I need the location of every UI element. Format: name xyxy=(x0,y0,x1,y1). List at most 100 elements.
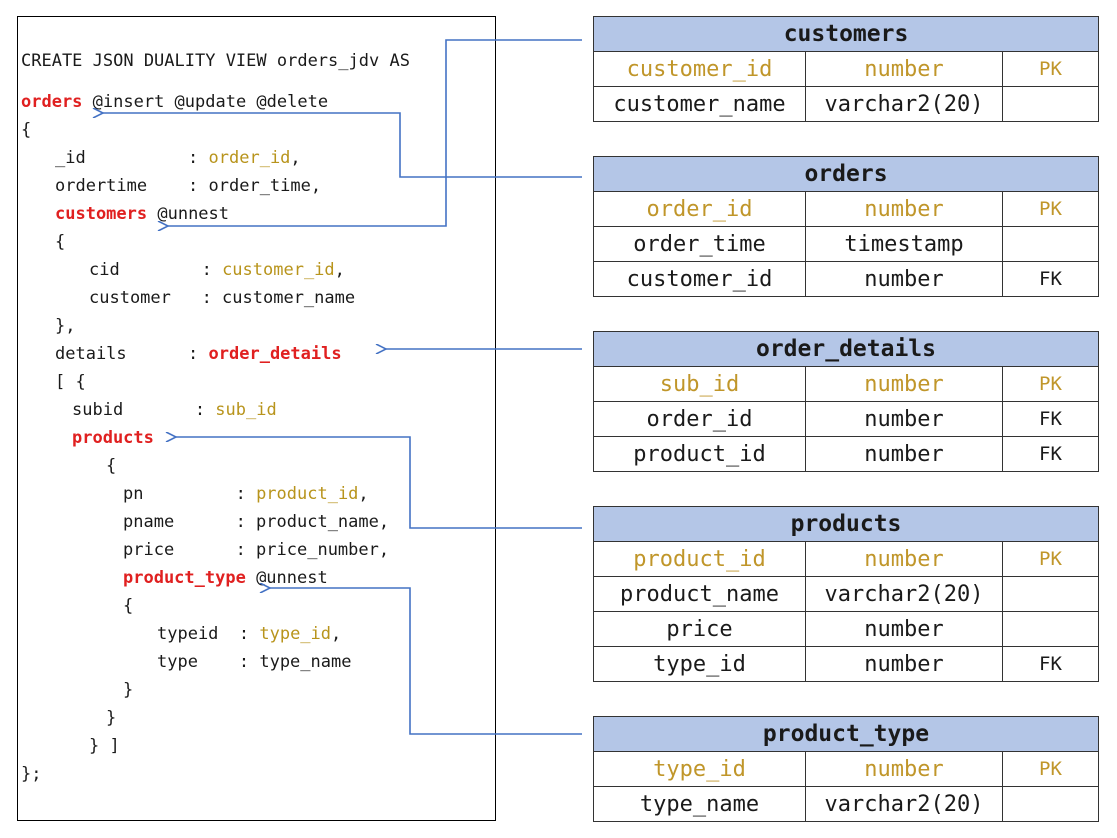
column-type-cell: varchar2(20) xyxy=(805,86,1003,122)
code-line: [ { xyxy=(55,372,86,392)
code-line: _id : order_id, xyxy=(55,148,301,168)
code-text: price : price_number, xyxy=(123,540,390,560)
code-keyword: customers xyxy=(55,204,148,224)
code-line: price : price_number, xyxy=(123,540,389,560)
column-type-cell: number xyxy=(805,646,1003,682)
code-text: , xyxy=(334,260,345,280)
code-line: orders @insert @update @delete xyxy=(21,92,328,112)
code-text: , xyxy=(358,484,369,504)
code-line: { xyxy=(55,232,65,252)
code-line: }; xyxy=(21,764,41,784)
key-cell: PK xyxy=(1002,366,1099,402)
code-line: } xyxy=(123,680,133,700)
key-cell: PK xyxy=(1002,751,1099,787)
column-type-cell: number xyxy=(805,541,1003,577)
code-line: { xyxy=(106,456,116,476)
code-line: CREATE JSON DUALITY VIEW orders_jdv AS xyxy=(21,51,410,71)
key-cell xyxy=(1002,226,1099,262)
arrow-product-type xyxy=(270,588,582,735)
key-cell: FK xyxy=(1002,436,1099,472)
code-line: type : type_name xyxy=(157,652,351,672)
column-name-cell: order_id xyxy=(593,191,806,227)
code-column-ref: product_id xyxy=(256,484,359,504)
table-title: order_details xyxy=(593,331,1099,367)
column-name-cell: price xyxy=(593,611,806,647)
key-cell: FK xyxy=(1002,646,1099,682)
key-cell: FK xyxy=(1002,401,1099,437)
code-keyword: product_type xyxy=(123,568,246,588)
column-type-cell: number xyxy=(805,261,1003,297)
code-text: , xyxy=(331,624,342,644)
column-name-cell: type_id xyxy=(593,646,806,682)
code-line: typeid : type_id, xyxy=(157,624,341,644)
code-line: }, xyxy=(55,316,75,336)
key-cell: PK xyxy=(1002,51,1099,87)
column-name-cell: sub_id xyxy=(593,366,806,402)
code-column-ref: type_id xyxy=(259,624,332,644)
code-text: type : type_name xyxy=(157,652,352,672)
column-name-cell: type_id xyxy=(593,751,806,787)
code-text: ordertime : order_time, xyxy=(55,176,322,196)
key-cell xyxy=(1002,611,1099,647)
code-line: cid : customer_id, xyxy=(89,260,345,280)
code-column-ref: order_id xyxy=(208,148,291,168)
code-text: [ { xyxy=(55,372,86,392)
column-type-cell: number xyxy=(805,191,1003,227)
code-text: customer : customer_name xyxy=(89,288,356,308)
column-type-cell: number xyxy=(805,51,1003,87)
code-line: ordertime : order_time, xyxy=(55,176,321,196)
code-text: { xyxy=(106,456,117,476)
code-column-ref: sub_id xyxy=(215,400,277,420)
key-cell: FK xyxy=(1002,261,1099,297)
code-text: } ] xyxy=(89,736,120,756)
code-keyword: orders xyxy=(21,92,83,112)
column-type-cell: varchar2(20) xyxy=(805,576,1003,612)
code-text: , xyxy=(290,148,301,168)
code-line: subid : sub_id xyxy=(72,400,277,420)
key-cell xyxy=(1002,576,1099,612)
column-name-cell: order_time xyxy=(593,226,806,262)
column-name-cell: customer_name xyxy=(593,86,806,122)
column-type-cell: number xyxy=(805,401,1003,437)
code-line: customers @unnest xyxy=(55,204,229,224)
arrow-orders xyxy=(103,113,582,178)
code-line: { xyxy=(123,596,133,616)
column-name-cell: product_name xyxy=(593,576,806,612)
arrow-customers xyxy=(168,39,582,226)
column-name-cell: product_id xyxy=(593,541,806,577)
table-title: product_type xyxy=(593,716,1099,752)
code-keyword: order_details xyxy=(208,344,342,364)
code-text: { xyxy=(123,596,134,616)
table-title: customers xyxy=(593,16,1099,52)
code-keyword: products xyxy=(72,428,154,448)
sql-code-panel: CREATE JSON DUALITY VIEW orders_jdv AS or… xyxy=(17,16,496,821)
code-text: @unnest xyxy=(147,204,230,224)
code-line: customer : customer_name xyxy=(89,288,355,308)
code-text: pn : xyxy=(123,484,257,504)
column-type-cell: timestamp xyxy=(805,226,1003,262)
code-line: products xyxy=(72,428,154,448)
code-text: { xyxy=(55,232,66,252)
column-type-cell: number xyxy=(805,611,1003,647)
key-cell: PK xyxy=(1002,191,1099,227)
table-title: products xyxy=(593,506,1099,542)
code-line: { xyxy=(21,120,31,140)
code-text: typeid : xyxy=(157,624,260,644)
code-line: pname : product_name, xyxy=(123,512,389,532)
column-type-cell: number xyxy=(805,436,1003,472)
column-name-cell: order_id xyxy=(593,401,806,437)
column-type-cell: number xyxy=(805,366,1003,402)
